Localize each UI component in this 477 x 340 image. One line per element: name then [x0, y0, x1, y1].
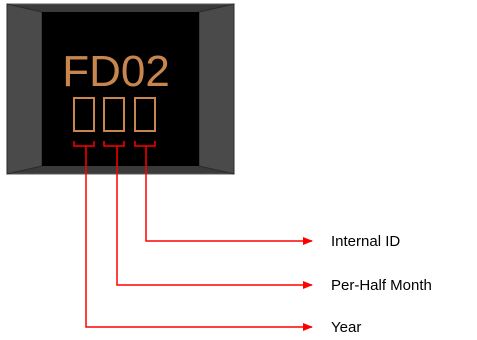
half-month-leader	[116, 146, 313, 289]
right-end-cap	[198, 3, 235, 175]
chip-marking: FD02	[62, 47, 170, 96]
package-body	[42, 12, 199, 166]
half-month-label: Per-Half Month	[331, 277, 432, 294]
leader-lines	[85, 146, 313, 331]
internal-id-leader	[145, 146, 313, 245]
code-brackets	[73, 141, 156, 147]
smd-package	[6, 3, 235, 175]
left-end-cap	[6, 3, 43, 175]
internal-id-label: Internal ID	[331, 233, 400, 250]
year-bracket	[73, 141, 95, 147]
half-month-code-box	[103, 97, 125, 132]
year-leader	[85, 146, 313, 331]
year-code-box	[73, 97, 95, 132]
code-placeholders	[73, 97, 156, 132]
internal-id-code-box	[134, 97, 156, 132]
year-label: Year	[331, 319, 361, 336]
half-month-bracket	[103, 141, 125, 147]
internal-id-bracket	[134, 141, 156, 147]
